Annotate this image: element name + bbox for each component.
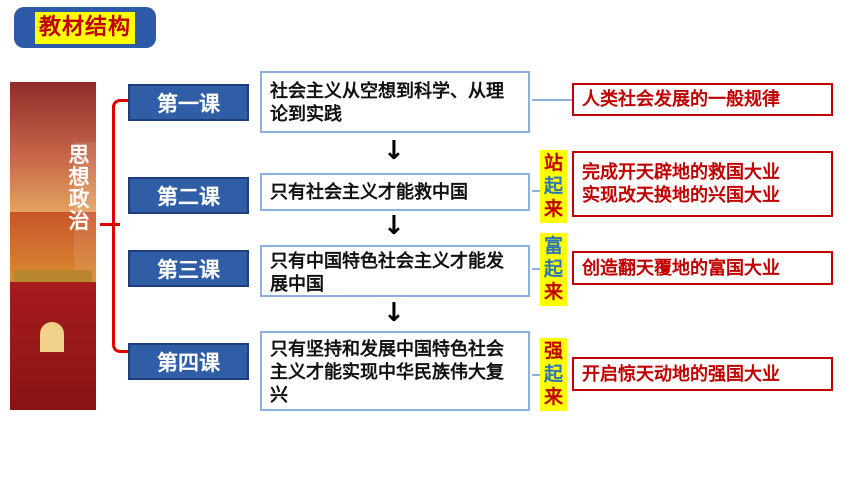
lesson-content-4: 只有坚持和发展中国特色社会主义才能实现中华民族伟大复兴 xyxy=(260,331,530,411)
textbook-cover-image: 思想政治 xyxy=(10,82,96,410)
lesson-content-1: 社会主义从空想到科学、从理论到实践 xyxy=(260,71,530,133)
connector-line-3 xyxy=(532,268,540,270)
stage-tag-char: 站 xyxy=(543,152,563,174)
stage-tag-fu: 富 起 来 xyxy=(540,233,567,306)
lesson-result-1: 人类社会发展的一般规律 xyxy=(572,83,833,116)
lesson-content-3: 只有中国特色社会主义才能发展中国 xyxy=(260,245,530,297)
stage-tag-char: 富 xyxy=(543,235,563,257)
stage-tag-char: 来 xyxy=(543,281,563,303)
lesson-bracket xyxy=(112,99,142,353)
stage-tag-char: 强 xyxy=(543,340,563,362)
down-arrow-icon: ↓ xyxy=(383,136,405,166)
stage-tag-zhan: 站 起 来 xyxy=(540,150,567,223)
cover-gate-door xyxy=(40,322,64,352)
section-title-box: 教材结构 xyxy=(14,7,156,48)
stage-tag-char: 来 xyxy=(543,386,563,408)
lesson-label-3[interactable]: 第三课 xyxy=(128,250,249,287)
connector-line-1 xyxy=(532,99,572,101)
cover-title: 思想政治 xyxy=(68,142,90,233)
lesson-result-4: 开启惊天动地的强国大业 xyxy=(572,357,833,391)
lesson-result-3: 创造翻天覆地的富国大业 xyxy=(572,251,833,285)
lesson-label-1[interactable]: 第一课 xyxy=(128,84,249,121)
stage-tag-qiang: 强 起 来 xyxy=(540,338,567,411)
connector-line-4 xyxy=(532,374,540,376)
lesson-label-2[interactable]: 第二课 xyxy=(128,177,249,214)
cover-sky xyxy=(10,82,96,212)
stage-tag-char: 来 xyxy=(543,198,563,220)
stage-tag-char: 起 xyxy=(543,363,563,385)
bracket-tip xyxy=(100,223,120,226)
section-title: 教材结构 xyxy=(34,11,135,44)
lesson-result-2: 完成开天辟地的救国大业 实现改天换地的兴国大业 xyxy=(572,151,833,217)
stage-tag-char: 起 xyxy=(543,258,563,280)
connector-line-2 xyxy=(532,190,540,192)
lesson-label-4[interactable]: 第四课 xyxy=(128,343,249,380)
down-arrow-icon: ↓ xyxy=(383,298,405,328)
lesson-content-2: 只有社会主义才能救中国 xyxy=(260,173,530,211)
down-arrow-icon: ↓ xyxy=(383,211,405,241)
stage-tag-char: 起 xyxy=(543,175,563,197)
